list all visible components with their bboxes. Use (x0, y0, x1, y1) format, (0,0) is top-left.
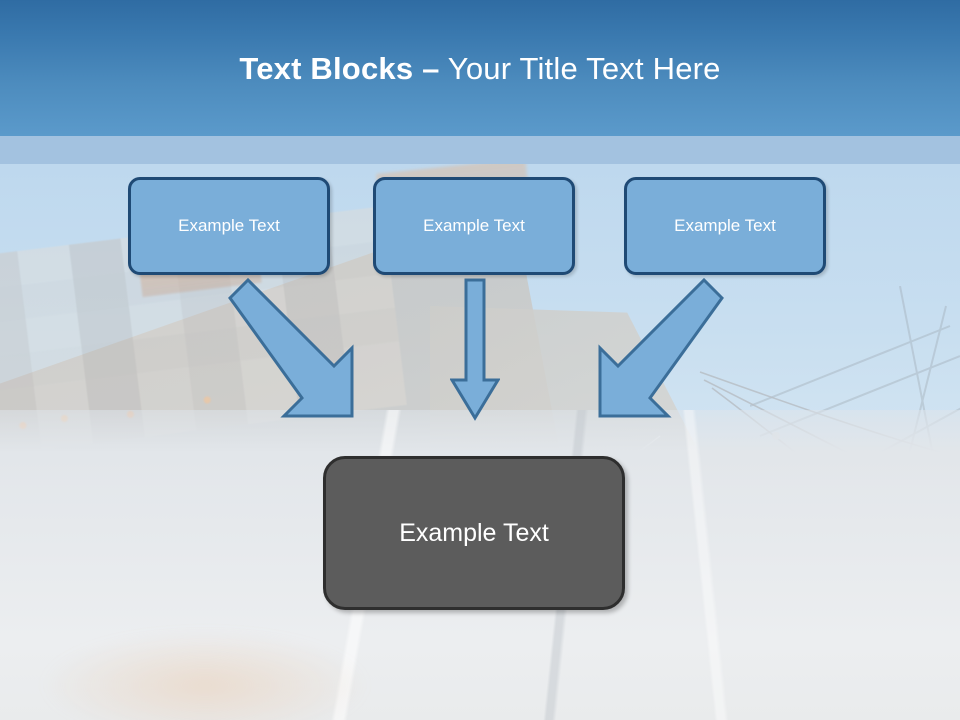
header-accent-band (0, 136, 960, 164)
page-title-bold: Text Blocks – (239, 51, 440, 86)
page-title: Text Blocks – Your Title Text Here (0, 50, 960, 88)
water-glow (40, 630, 370, 720)
result-box-label: Example Text (399, 519, 549, 547)
top-box-1[interactable]: Example Text (128, 177, 330, 275)
arrow-down-icon (450, 278, 500, 421)
top-box-3-label: Example Text (674, 216, 776, 235)
top-box-2-label: Example Text (423, 216, 525, 235)
arrow-down-right-icon (228, 277, 354, 418)
top-box-1-label: Example Text (178, 216, 280, 235)
page-title-light: Your Title Text Here (447, 51, 721, 86)
result-box[interactable]: Example Text (323, 456, 625, 610)
top-box-2[interactable]: Example Text (373, 177, 575, 275)
top-box-3[interactable]: Example Text (624, 177, 826, 275)
slide-header: Text Blocks – Your Title Text Here (0, 0, 960, 136)
arrow-down-left-icon (598, 277, 724, 418)
